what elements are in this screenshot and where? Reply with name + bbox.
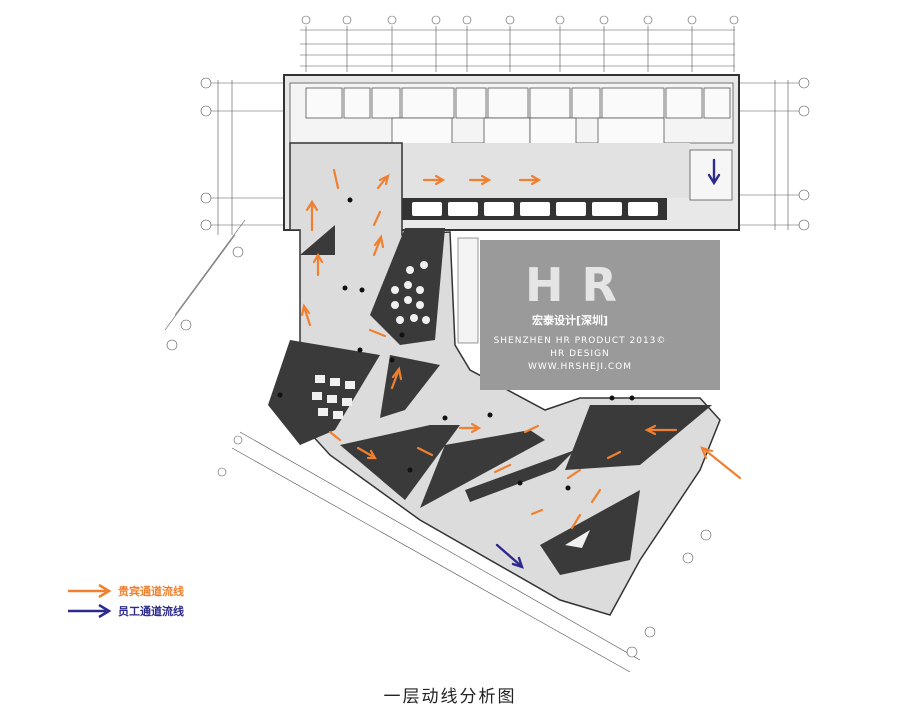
furniture <box>312 261 590 548</box>
legend-staff-label: 员工通道流线 <box>118 605 184 618</box>
blue-arrow-icon <box>68 603 112 619</box>
staff-flow-arrows <box>495 158 721 569</box>
watermark-line3: WWW.HRSHEJI.COM <box>527 362 632 372</box>
watermark-logo: HR <box>525 258 635 312</box>
watermark-line2: HR DESIGN <box>550 349 610 359</box>
axis-bubbles <box>166 15 810 658</box>
watermark-company: 宏泰设计[深圳] <box>531 314 609 327</box>
diagram-title: 一层动线分析图 <box>383 687 517 707</box>
grid-axis-ticks <box>210 26 800 226</box>
orange-arrow-icon <box>68 583 112 599</box>
dark-floor-zones <box>268 225 712 575</box>
watermark-line1: SHENZHEN HR PRODUCT 2013© <box>493 336 667 346</box>
vip-flow-arrows <box>300 168 742 530</box>
columns <box>277 197 635 491</box>
courtyard <box>480 240 720 390</box>
legend-vip-label: 贵宾通道流线 <box>118 585 184 598</box>
legend-vip: 贵宾通道流线 <box>66 581 266 601</box>
legend-staff: 员工通道流线 <box>66 601 266 621</box>
dimension-lines <box>164 29 789 673</box>
